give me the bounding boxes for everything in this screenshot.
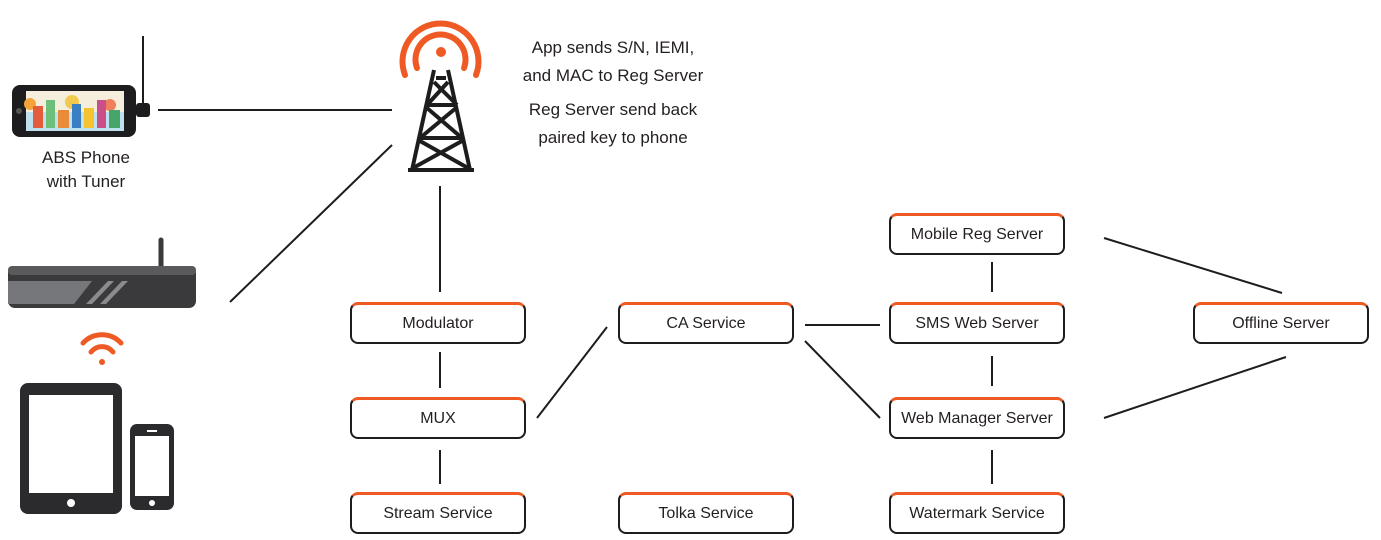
phone-with-tuner-icon: [12, 85, 150, 137]
tablet-icon: [20, 383, 122, 514]
web-manager-server-node: Web Manager Server: [889, 397, 1065, 439]
stream-service-node: Stream Service: [350, 492, 526, 534]
tower-note-line-4: paired key to phone: [538, 128, 688, 147]
smartphone-icon: [130, 424, 174, 510]
phone-caption-line-2: with Tuner: [46, 172, 126, 191]
phone-caption-line-1: ABS Phone: [42, 148, 130, 167]
connector-mux-ca: [536, 326, 608, 419]
ca-service-node: CA Service: [618, 302, 794, 344]
watermark-service-node: Watermark Service: [889, 492, 1065, 534]
mobile-reg-server-node: Mobile Reg Server: [889, 213, 1065, 255]
tower-note-line-1: App sends S/N, IEMI,: [531, 38, 695, 57]
offline-server-node: Offline Server: [1193, 302, 1369, 344]
connector-box-tower: [229, 144, 393, 303]
sms-web-server-node: SMS Web Server: [889, 302, 1065, 344]
set-top-box-icon: [8, 237, 196, 308]
mux-node: MUX: [350, 397, 526, 439]
modulator-node: Modulator: [350, 302, 526, 344]
tower-note-request: App sends S/N, IEMI, and MAC to Reg Serv…: [488, 34, 738, 90]
tower-note-line-3: Reg Server send back: [528, 100, 698, 119]
wifi-icon: [80, 332, 124, 365]
tower-note-line-2: and MAC to Reg Server: [522, 66, 704, 85]
phone-caption: ABS Phone with Tuner: [12, 146, 160, 194]
tolka-service-node: Tolka Service: [618, 492, 794, 534]
connector-webmanager-offline: [1103, 356, 1287, 419]
connector-ca-webmanager: [804, 340, 881, 419]
tower-icon: [399, 20, 482, 172]
tower-note-response: Reg Server send back paired key to phone: [488, 96, 738, 152]
connector-mobilereg-offline: [1103, 237, 1283, 294]
